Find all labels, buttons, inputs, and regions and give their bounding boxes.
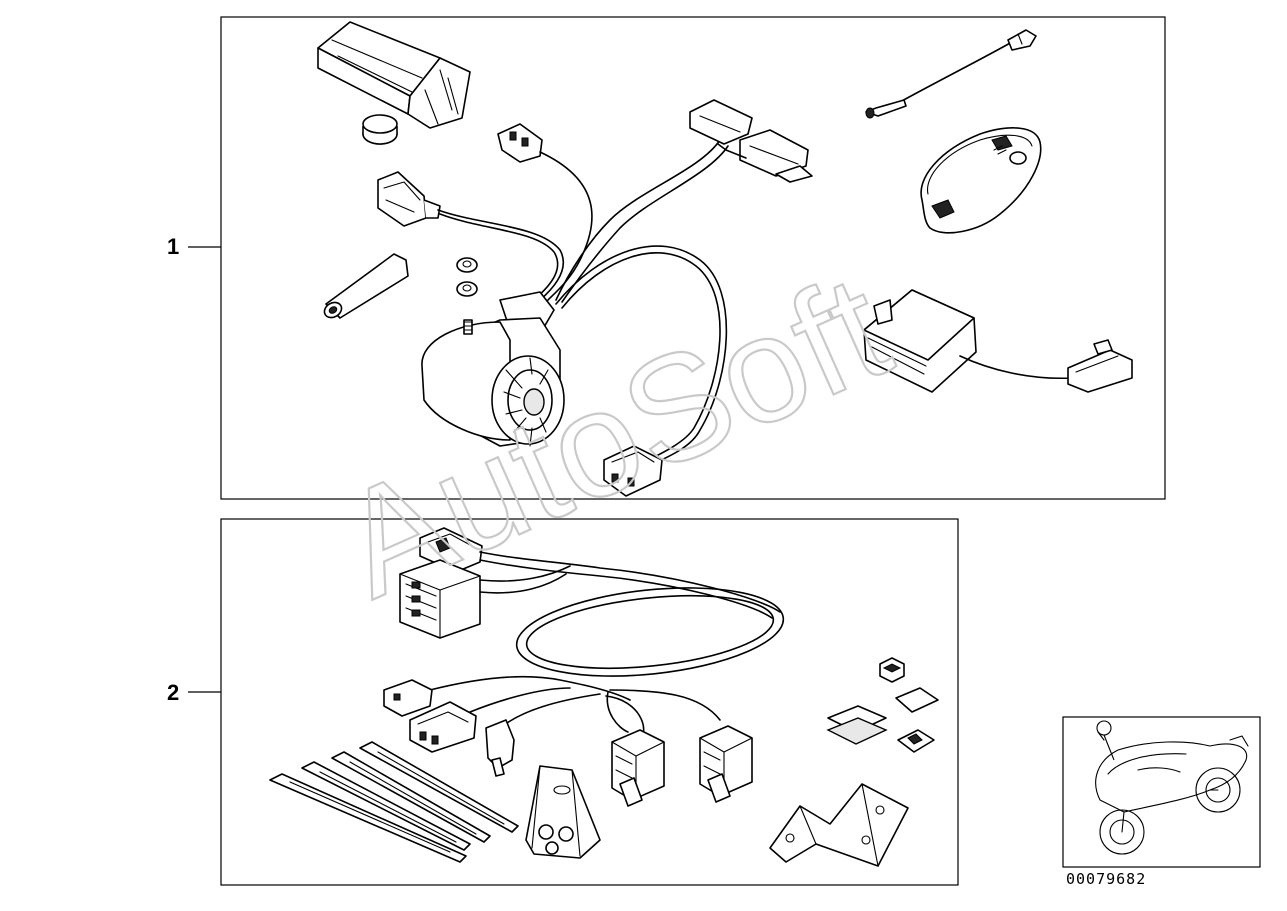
motorcycle-thumbnail xyxy=(1062,716,1261,868)
angle-bracket-part xyxy=(769,783,909,867)
cap-part xyxy=(362,114,398,145)
harness-wires-1 xyxy=(437,139,729,471)
double-connector-part xyxy=(689,99,813,183)
control-module-part xyxy=(863,289,1133,393)
harness-wires-2 xyxy=(429,551,785,741)
nut-part xyxy=(456,257,478,297)
remote-fob-part xyxy=(920,127,1042,234)
panel-2-frame xyxy=(188,518,959,886)
small-parts-frame2 xyxy=(826,657,939,753)
relay-socket-right xyxy=(699,725,753,803)
battery-pack-part xyxy=(317,21,471,129)
callout-number-2: 2 xyxy=(167,680,180,705)
relay-socket-left xyxy=(606,691,665,807)
plug-connector-left xyxy=(377,171,441,227)
cable-ties-part xyxy=(269,741,519,863)
panel-1-frame xyxy=(188,16,1166,500)
bracket-part xyxy=(525,765,601,859)
siren-part xyxy=(421,291,565,447)
tube-part xyxy=(323,253,409,319)
document-id: 00079682 xyxy=(1066,870,1147,888)
small-connectors-frame2 xyxy=(383,679,515,777)
watermark: AutoSoft xyxy=(317,242,911,630)
multi-pin-connector-part xyxy=(399,559,481,639)
bottom-connector-1 xyxy=(603,445,663,497)
antenna-cable-part xyxy=(865,29,1037,119)
small-connector-top xyxy=(497,123,543,163)
callout-number-1: 1 xyxy=(167,234,180,259)
